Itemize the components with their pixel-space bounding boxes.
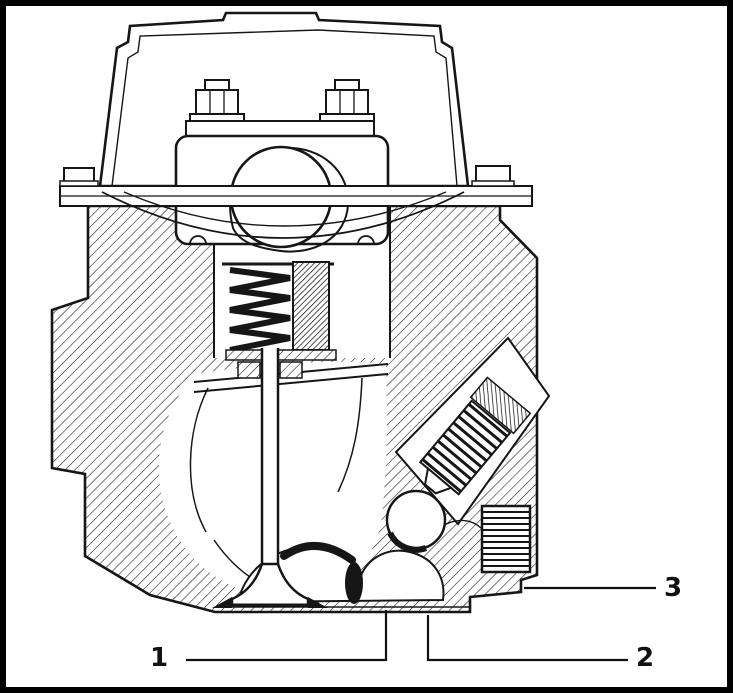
chamber-shadow-blob — [345, 562, 363, 604]
collet-right — [279, 361, 303, 379]
callout-2-leader-line — [426, 615, 628, 662]
callout-3-label: 3 — [664, 573, 682, 603]
threaded-side-port — [445, 504, 532, 574]
callout-3: 3 — [524, 573, 682, 603]
valve-guide-block — [292, 261, 330, 351]
gasket-arcs — [101, 191, 465, 239]
callout-1-leader-line — [186, 610, 388, 662]
spark-plug — [418, 376, 532, 496]
callout-2-label: 2 — [636, 643, 654, 673]
spark-plug-body — [469, 376, 532, 435]
valve-seat-left — [212, 597, 232, 608]
cover-mounting-bolts — [185, 79, 375, 142]
spring-coils — [229, 267, 291, 353]
callout-1-label: 1 — [150, 643, 168, 673]
spark-plug-tip — [423, 466, 453, 495]
bolt-cap-icon — [204, 79, 230, 91]
callout-1: 1 — [150, 610, 388, 673]
head-cover-flange — [59, 165, 533, 207]
valve — [212, 348, 328, 608]
callout-2: 2 — [426, 615, 654, 673]
collet-left — [237, 361, 261, 379]
bolt-cap-icon — [334, 79, 360, 91]
plug-tip-pocket — [385, 489, 447, 553]
chamber-shadow-crescent — [280, 541, 356, 564]
spring-retainer — [225, 349, 337, 379]
valve-spring — [222, 261, 334, 353]
valve-seat-right — [308, 597, 328, 608]
